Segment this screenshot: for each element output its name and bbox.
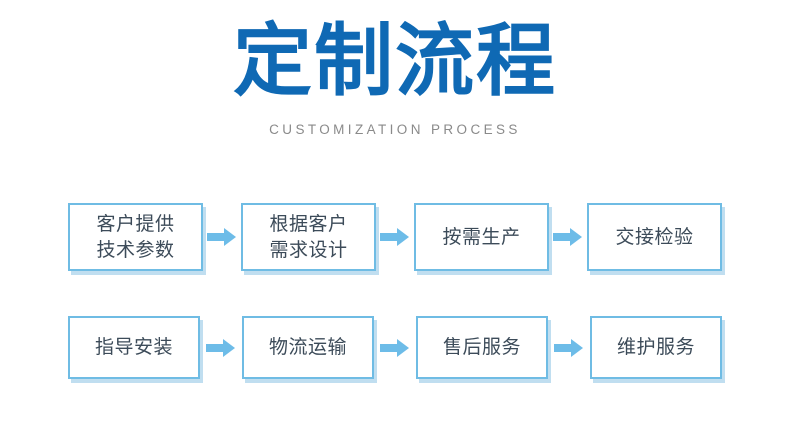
arrow-right-icon xyxy=(207,227,237,247)
process-row-1: 客户提供 技术参数 根据客户 需求设计 按需生产 交接检验 xyxy=(68,203,722,271)
process-step-label: 交接检验 xyxy=(615,225,694,248)
arrow-right-icon xyxy=(553,227,583,247)
process-step-5[interactable]: 指导安装 xyxy=(68,316,200,379)
arrow-shaft xyxy=(207,233,226,241)
arrow-shaft xyxy=(554,343,573,352)
arrow-right-icon xyxy=(206,338,236,358)
page-title: 定制流程 xyxy=(233,15,557,107)
arrow-shaft xyxy=(553,233,572,241)
process-step-1[interactable]: 客户提供 技术参数 xyxy=(68,203,203,271)
process-step-label: 售后服务 xyxy=(442,336,521,359)
arrow-head xyxy=(224,228,236,246)
process-step-7[interactable]: 售后服务 xyxy=(416,316,548,379)
process-step-label: 技术参数 xyxy=(96,239,175,261)
process-step-2[interactable]: 根据客户 需求设计 xyxy=(241,203,376,271)
process-step-label: 维护服务 xyxy=(616,336,695,359)
arrow-shaft xyxy=(206,343,225,352)
process-step-6[interactable]: 物流运输 xyxy=(242,316,374,379)
arrow-head xyxy=(570,228,582,246)
process-step-label: 根据客户 xyxy=(269,212,348,235)
arrow-shaft xyxy=(380,233,399,241)
process-step-label: 物流运输 xyxy=(268,336,347,359)
process-step-8[interactable]: 维护服务 xyxy=(590,316,722,379)
arrow-right-icon xyxy=(380,338,410,358)
arrow-head xyxy=(223,338,235,357)
arrow-right-icon xyxy=(380,227,410,247)
process-step-3[interactable]: 按需生产 xyxy=(414,203,549,271)
process-step-label: 客户提供 xyxy=(96,212,175,235)
arrow-shaft xyxy=(380,343,399,352)
process-step-label: 需求设计 xyxy=(269,239,348,261)
page-subtitle: CUSTOMIZATION PROCESS xyxy=(269,122,521,137)
process-step-label: 指导安装 xyxy=(94,336,173,359)
arrow-head xyxy=(397,338,409,357)
process-step-4[interactable]: 交接检验 xyxy=(587,203,722,271)
arrow-head xyxy=(397,228,409,246)
process-step-label: 按需生产 xyxy=(442,225,521,248)
process-row-2: 指导安装 物流运输 售后服务 维护服务 xyxy=(68,316,722,379)
arrow-right-icon xyxy=(554,338,584,358)
arrow-head xyxy=(571,338,583,357)
